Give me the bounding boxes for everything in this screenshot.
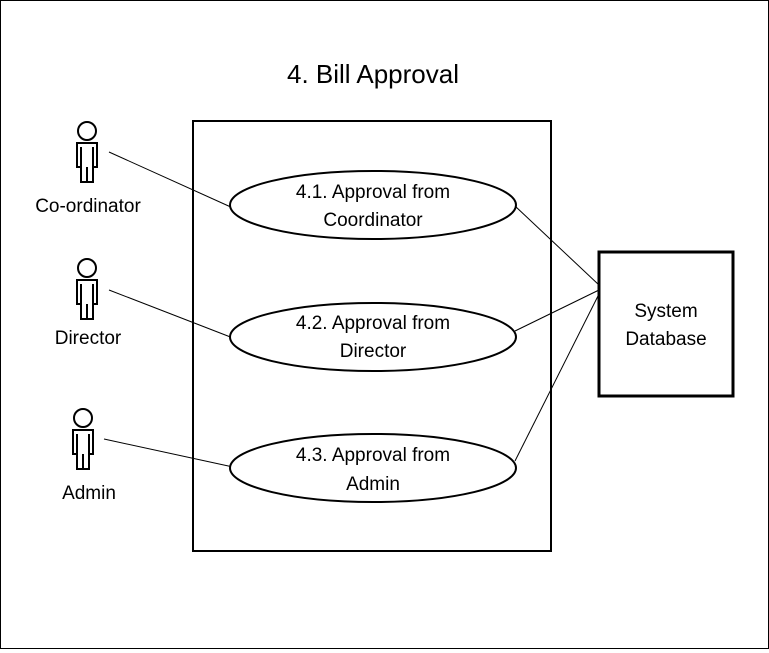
use-case-label-line1: 4.1. Approval from (296, 182, 450, 203)
actor-label: Co-ordinator (35, 196, 141, 217)
connectors (103, 151, 600, 468)
use-case-label-line1: 4.2. Approval from (296, 313, 450, 334)
system-boundary (192, 120, 552, 552)
actor-label: Director (55, 328, 122, 349)
use-case-label-line2: Admin (346, 474, 400, 495)
connector-admin-uc-4-3 (103, 438, 234, 468)
use-case-4-1: 4.1. Approval from Coordinator (229, 170, 517, 240)
connector-coordinator-uc-4-1 (108, 151, 234, 209)
database-label-line2: Database (625, 329, 706, 350)
use-case-ellipse (229, 302, 517, 372)
connector-uc-4-2-database (514, 289, 600, 332)
actor-admin: Admin (62, 408, 116, 504)
use-case-label-line2: Coordinator (323, 210, 423, 231)
person-icon (76, 258, 98, 320)
diagram-title: 4. Bill Approval (287, 59, 459, 89)
use-case-ellipse (229, 170, 517, 240)
connector-uc-4-3-database (514, 293, 600, 462)
person-icon (72, 408, 94, 470)
actor-director: Director (55, 258, 122, 349)
connector-director-uc-4-2 (108, 289, 234, 339)
connector-uc-4-1-database (514, 205, 600, 286)
actor-label: Admin (62, 483, 116, 504)
use-case-label-line2: Director (340, 341, 407, 362)
person-icon (76, 121, 98, 183)
system-database: System Database (597, 250, 735, 398)
actor-coordinator: Co-ordinator (35, 121, 141, 217)
database-label-line1: System (634, 301, 697, 322)
use-case-label-line1: 4.3. Approval from (296, 445, 450, 466)
use-case-4-3: 4.3. Approval from Admin (229, 433, 517, 503)
use-case-4-2: 4.2. Approval from Director (229, 302, 517, 372)
use-case-ellipse (229, 433, 517, 503)
database-box (597, 250, 735, 398)
